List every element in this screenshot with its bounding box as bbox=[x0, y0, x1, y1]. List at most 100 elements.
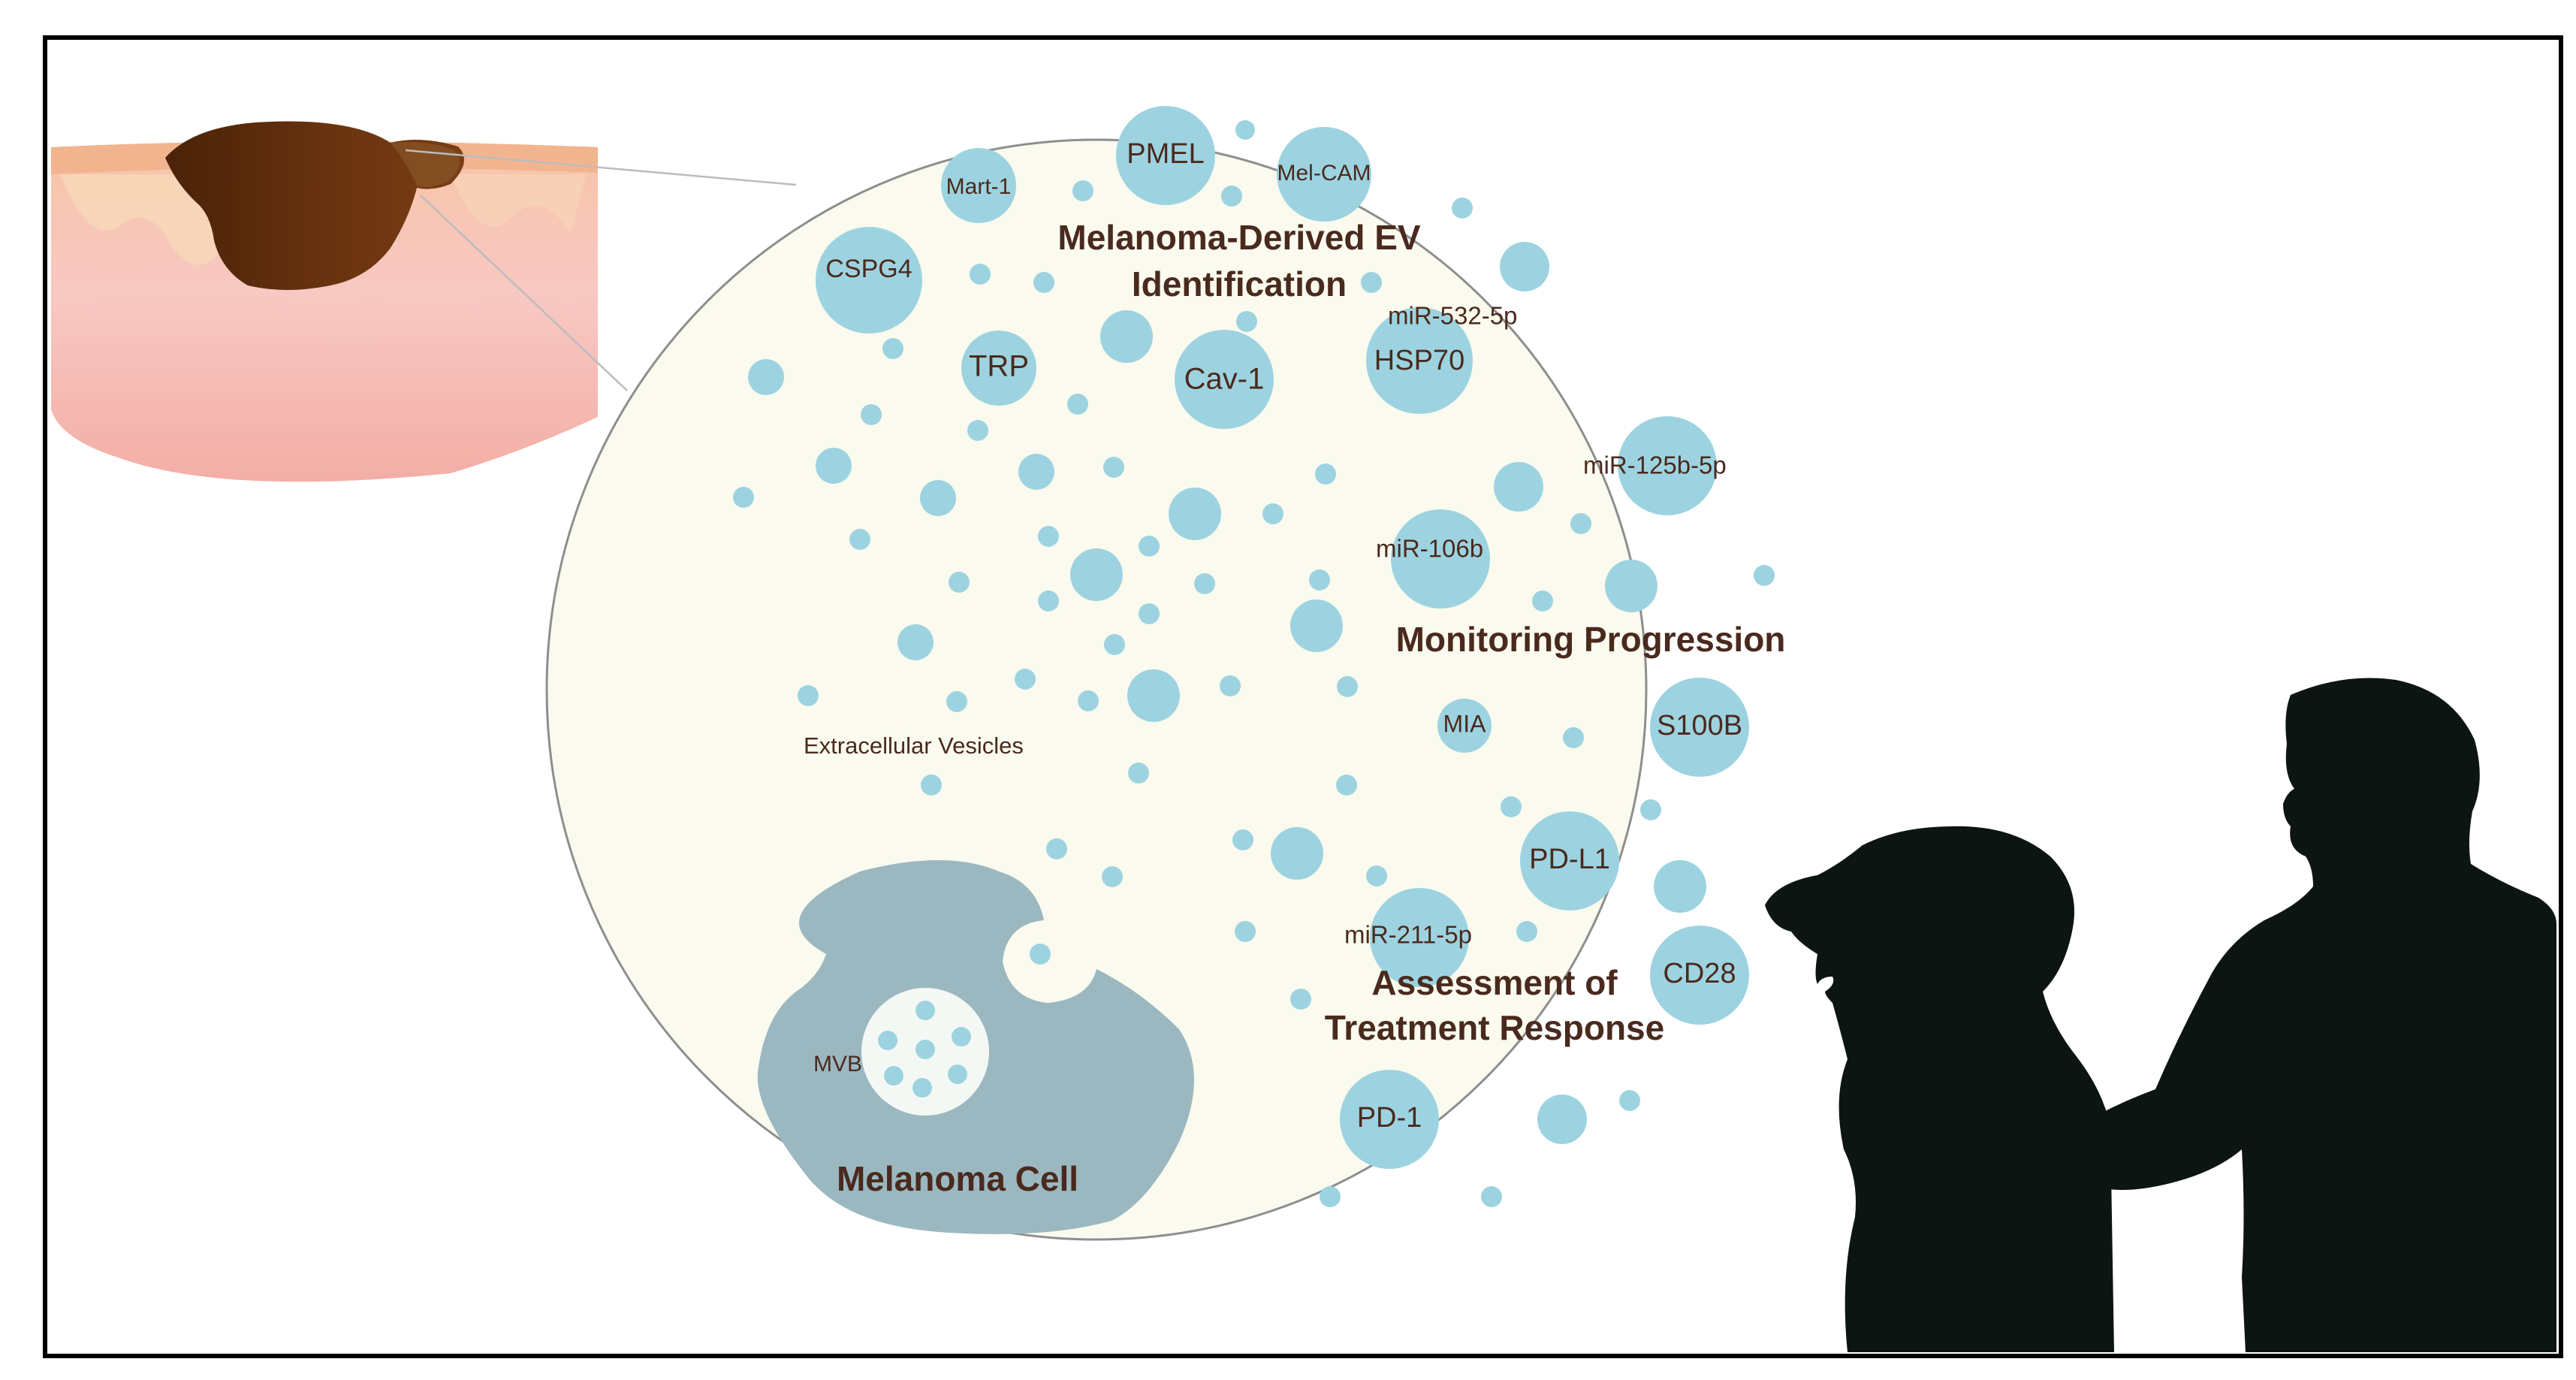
vesicle-dot bbox=[1501, 796, 1522, 817]
vesicle-dot bbox=[1494, 462, 1543, 512]
svg-text:Mel-CAM: Mel-CAM bbox=[1277, 161, 1371, 186]
dog-silhouette bbox=[1765, 826, 2114, 1352]
vesicle-dot bbox=[1078, 690, 1099, 711]
vesicle-dot bbox=[1754, 565, 1775, 586]
vesicle-dot bbox=[1452, 198, 1473, 219]
svg-text:Mart-1: Mart-1 bbox=[946, 174, 1012, 199]
vesicle-dot bbox=[816, 448, 852, 484]
vesicle-dot bbox=[1262, 503, 1283, 524]
vesicle-dot bbox=[1366, 865, 1387, 886]
vesicle-dot bbox=[882, 338, 903, 359]
marker-melcam: Mel-CAM bbox=[1277, 127, 1371, 222]
label-mir-532: miR-532-5p bbox=[1388, 302, 1517, 330]
svg-text:PD-L1: PD-L1 bbox=[1529, 844, 1610, 875]
vesicle-dot bbox=[1605, 560, 1658, 612]
vesicle-dot bbox=[1232, 829, 1253, 850]
svg-text:PD-1: PD-1 bbox=[1357, 1102, 1422, 1134]
vesicle-dot bbox=[970, 264, 991, 285]
vesicle-dot bbox=[1127, 669, 1180, 722]
melanoma-cell bbox=[757, 860, 1194, 1234]
vesicle-dot bbox=[967, 420, 988, 441]
vesicle-dot bbox=[949, 572, 970, 593]
marker-vesicles: PMEL Mart-1 Mel-CAM CSPG4 TRP Cav-1 HSP7… bbox=[816, 106, 1749, 1169]
vesicle-dot bbox=[1619, 1090, 1640, 1111]
vesicle-dot bbox=[1015, 669, 1036, 690]
title-identification-line2: Identification bbox=[1132, 264, 1347, 303]
label-mir-211: miR-211-5p bbox=[1344, 921, 1472, 949]
vesicle-dot bbox=[1221, 186, 1242, 207]
svg-text:Cav-1: Cav-1 bbox=[1184, 363, 1265, 396]
title-treatment-line1: Assessment of bbox=[1371, 963, 1618, 1002]
title-treatment-line2: Treatment Response bbox=[1325, 1008, 1664, 1047]
vesicle-dot bbox=[1563, 727, 1584, 748]
marker-cspg4: CSPG4 bbox=[816, 227, 922, 334]
vesicle-dot bbox=[1532, 590, 1553, 611]
vesicle-dot bbox=[1654, 860, 1706, 913]
label-mir-125b: miR-125b-5p bbox=[1583, 451, 1727, 479]
person-silhouette bbox=[2077, 678, 2556, 1352]
marker-cav1: Cav-1 bbox=[1175, 330, 1274, 429]
vesicle-dot bbox=[1235, 120, 1255, 140]
vesicle-dot bbox=[1139, 536, 1160, 557]
label-mvb: MVB bbox=[813, 1052, 862, 1077]
vesicle-dot bbox=[1290, 599, 1343, 652]
magnifier-lines bbox=[405, 149, 797, 391]
svg-text:PMEL: PMEL bbox=[1127, 138, 1204, 170]
svg-text:S100B: S100B bbox=[1657, 710, 1742, 741]
vesicle-dot bbox=[1102, 866, 1123, 887]
vesicle-dot bbox=[1104, 634, 1125, 655]
small-vesicles bbox=[733, 120, 1775, 1207]
vesicle-dot bbox=[1038, 526, 1059, 547]
vesicle-dot bbox=[1128, 762, 1149, 784]
vesicle-dot bbox=[1337, 676, 1358, 697]
title-monitoring: Monitoring Progression bbox=[1396, 620, 1786, 659]
title-identification-line1: Melanoma-Derived EV bbox=[1057, 218, 1420, 257]
vesicle-dot bbox=[1139, 603, 1160, 624]
vesicle-dot bbox=[1236, 311, 1257, 332]
vesicle-dot bbox=[1640, 799, 1661, 820]
label-mir-106b: miR-106b bbox=[1376, 535, 1483, 563]
vesicle-dot bbox=[1361, 272, 1382, 293]
mir-vesicle-211 bbox=[1370, 888, 1469, 987]
vesicle-dot bbox=[1033, 272, 1054, 293]
vesicle-dot bbox=[1320, 1186, 1341, 1207]
vesicle-dot bbox=[1038, 590, 1059, 611]
marker-pd1: PD-1 bbox=[1340, 1070, 1439, 1169]
vesicle-dot bbox=[1070, 548, 1123, 601]
skin-tumor-illustration bbox=[51, 121, 598, 482]
marker-s100b: S100B bbox=[1650, 678, 1749, 777]
vesicle-dot bbox=[897, 624, 934, 660]
vesicle-dot bbox=[1481, 1186, 1502, 1207]
vesicle-dot bbox=[849, 529, 870, 550]
svg-text:CD28: CD28 bbox=[1663, 958, 1736, 989]
vesicle-dot bbox=[1067, 394, 1088, 415]
vesicle-dot bbox=[1018, 454, 1054, 490]
vesicle-dot bbox=[1271, 827, 1323, 880]
marker-cd28: CD28 bbox=[1650, 926, 1749, 1025]
vesicle-dot bbox=[861, 404, 882, 425]
title-melanoma-cell: Melanoma Cell bbox=[837, 1159, 1078, 1198]
vesicle-dot bbox=[1235, 921, 1256, 942]
vesicle-dot bbox=[1336, 775, 1357, 796]
vesicle-dot bbox=[920, 480, 956, 516]
marker-mia: MIA bbox=[1437, 699, 1492, 753]
vesicle-dot bbox=[1100, 310, 1153, 363]
vesicle-dot bbox=[798, 685, 819, 706]
vesicle-dot bbox=[1500, 242, 1549, 291]
vesicle-dot bbox=[1570, 513, 1591, 534]
vesicle-dot bbox=[921, 775, 942, 796]
vesicle-dot bbox=[733, 487, 754, 508]
vesicle-dot bbox=[1072, 180, 1093, 201]
svg-text:CSPG4: CSPG4 bbox=[825, 255, 912, 283]
vesicle-dot bbox=[1315, 464, 1336, 485]
vesicle-dot bbox=[1516, 921, 1537, 942]
vesicle-dot bbox=[1537, 1095, 1587, 1144]
vesicle-dot bbox=[748, 359, 784, 395]
label-extracellular-vesicles: Extracellular Vesicles bbox=[804, 732, 1024, 759]
marker-trp: TRP bbox=[961, 331, 1036, 406]
vesicle-dot bbox=[1309, 569, 1330, 590]
marker-hsp70: HSP70 bbox=[1366, 307, 1473, 414]
tumor-mass bbox=[165, 121, 464, 290]
vesicle-dot bbox=[1046, 838, 1067, 859]
